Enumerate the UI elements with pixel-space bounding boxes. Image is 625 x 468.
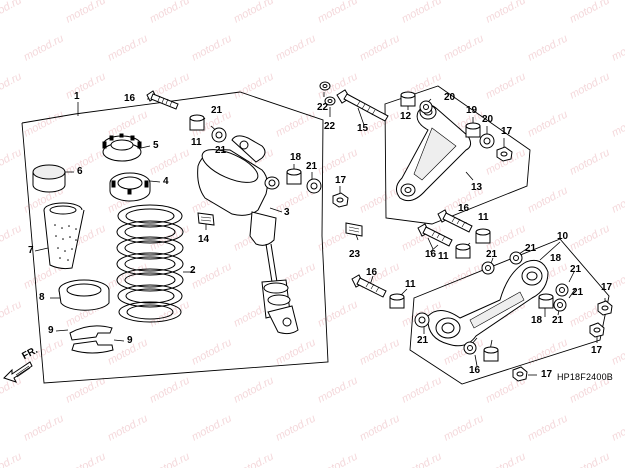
- nut-17-a: [332, 192, 349, 208]
- callout-22: 22: [324, 121, 336, 132]
- lock-nut-5: [102, 133, 142, 162]
- seal-21-c: [419, 100, 433, 114]
- frame-link-13: [384, 85, 531, 225]
- washer-22-b: [324, 96, 336, 106]
- washer-22-a: [319, 81, 331, 91]
- callout-8: 8: [39, 292, 45, 303]
- callout-20: 20: [444, 92, 456, 103]
- callout-11: 11: [438, 251, 449, 262]
- label-plate-23: [345, 222, 363, 237]
- nut-17-b: [496, 146, 513, 162]
- callout-21: 21: [552, 315, 564, 326]
- callout-22: 22: [317, 102, 329, 113]
- callout-17: 17: [335, 175, 347, 186]
- label-plate-14: [197, 212, 215, 226]
- collar-11-c: [455, 243, 471, 259]
- callout-13: 13: [471, 182, 483, 193]
- collar-11-d: [389, 293, 405, 309]
- callout-11: 11: [405, 279, 416, 290]
- nut-17-c: [597, 300, 613, 316]
- callout-19: 19: [466, 105, 478, 116]
- callout-21: 21: [570, 264, 582, 275]
- callout-7: 7: [28, 245, 34, 256]
- arm-10: [427, 259, 549, 347]
- callout-4: 4: [163, 176, 169, 187]
- callout-6: 6: [77, 166, 83, 177]
- callout-23: 23: [349, 249, 361, 260]
- callout-12: 12: [400, 111, 412, 122]
- bolt-15: [336, 89, 389, 122]
- callout-17: 17: [541, 369, 553, 380]
- callout-16: 16: [366, 267, 378, 278]
- callout-18: 18: [550, 253, 562, 264]
- callout-18: 18: [290, 152, 302, 163]
- callout-21: 21: [215, 145, 227, 156]
- nut-17-e: [512, 366, 528, 382]
- bolt-16-top: [146, 90, 179, 110]
- shock-absorber-3: [197, 135, 299, 335]
- callout-18: 18: [531, 315, 543, 326]
- nut-17-d: [589, 322, 605, 338]
- callout-21: 21: [486, 249, 498, 260]
- frame-arm-10: [409, 238, 610, 385]
- callout-9: 9: [127, 335, 133, 346]
- callout-17: 17: [591, 345, 603, 356]
- collar-18-c: [483, 346, 499, 362]
- seal-20-b: [479, 133, 495, 149]
- callout-21: 21: [417, 335, 429, 346]
- stopper-9: [69, 325, 114, 354]
- ring-8: [58, 279, 110, 311]
- cover-7: [43, 202, 85, 270]
- diagram-code: HP18F2400B: [556, 372, 613, 382]
- bolt-16-low: [351, 274, 387, 298]
- seal-21-f: [555, 283, 569, 297]
- seal-21-i: [463, 341, 477, 355]
- callout-17: 17: [601, 282, 613, 293]
- callout-11: 11: [478, 212, 489, 223]
- callout-20: 20: [482, 114, 494, 125]
- callout-16: 16: [469, 365, 481, 376]
- front-arrow-icon: [3, 361, 33, 383]
- callout-11: 11: [191, 137, 202, 148]
- collar-11-a: [189, 114, 205, 131]
- callout-3: 3: [284, 207, 290, 218]
- seal-21-a: [211, 127, 227, 143]
- callout-9: 9: [48, 325, 54, 336]
- callout-15: 15: [357, 123, 369, 134]
- collar-18-b: [538, 293, 554, 309]
- bolt-16-mid-b: [417, 223, 453, 247]
- callout-1: 1: [74, 91, 80, 102]
- callout-16: 16: [425, 249, 437, 260]
- cap-6: [32, 164, 66, 193]
- callout-21: 21: [572, 287, 584, 298]
- callout-14: 14: [198, 234, 210, 245]
- adjuster-nut-4: [109, 172, 151, 202]
- callout-21: 21: [306, 161, 318, 172]
- seal-21-e: [509, 251, 523, 265]
- collar-11-b: [475, 228, 491, 244]
- frame-shock-assembly: [21, 91, 329, 384]
- seal-21-g: [553, 298, 567, 312]
- spring-2: [116, 204, 184, 323]
- callout-5: 5: [153, 140, 159, 151]
- callout-17: 17: [501, 126, 513, 137]
- bolt-16-mid-a: [437, 209, 473, 233]
- collar-18-a: [286, 168, 302, 185]
- callout-16: 16: [458, 203, 470, 214]
- seal-21-d: [481, 261, 495, 275]
- callout-21: 21: [211, 105, 223, 116]
- callout-21: 21: [525, 243, 537, 254]
- collar-12: [400, 91, 416, 107]
- callout-2: 2: [190, 265, 196, 276]
- collar-19: [465, 122, 481, 138]
- callout-16: 16: [124, 93, 136, 104]
- callout-10: 10: [557, 231, 569, 242]
- seal-21-b: [306, 178, 322, 194]
- seal-21-h: [414, 312, 430, 328]
